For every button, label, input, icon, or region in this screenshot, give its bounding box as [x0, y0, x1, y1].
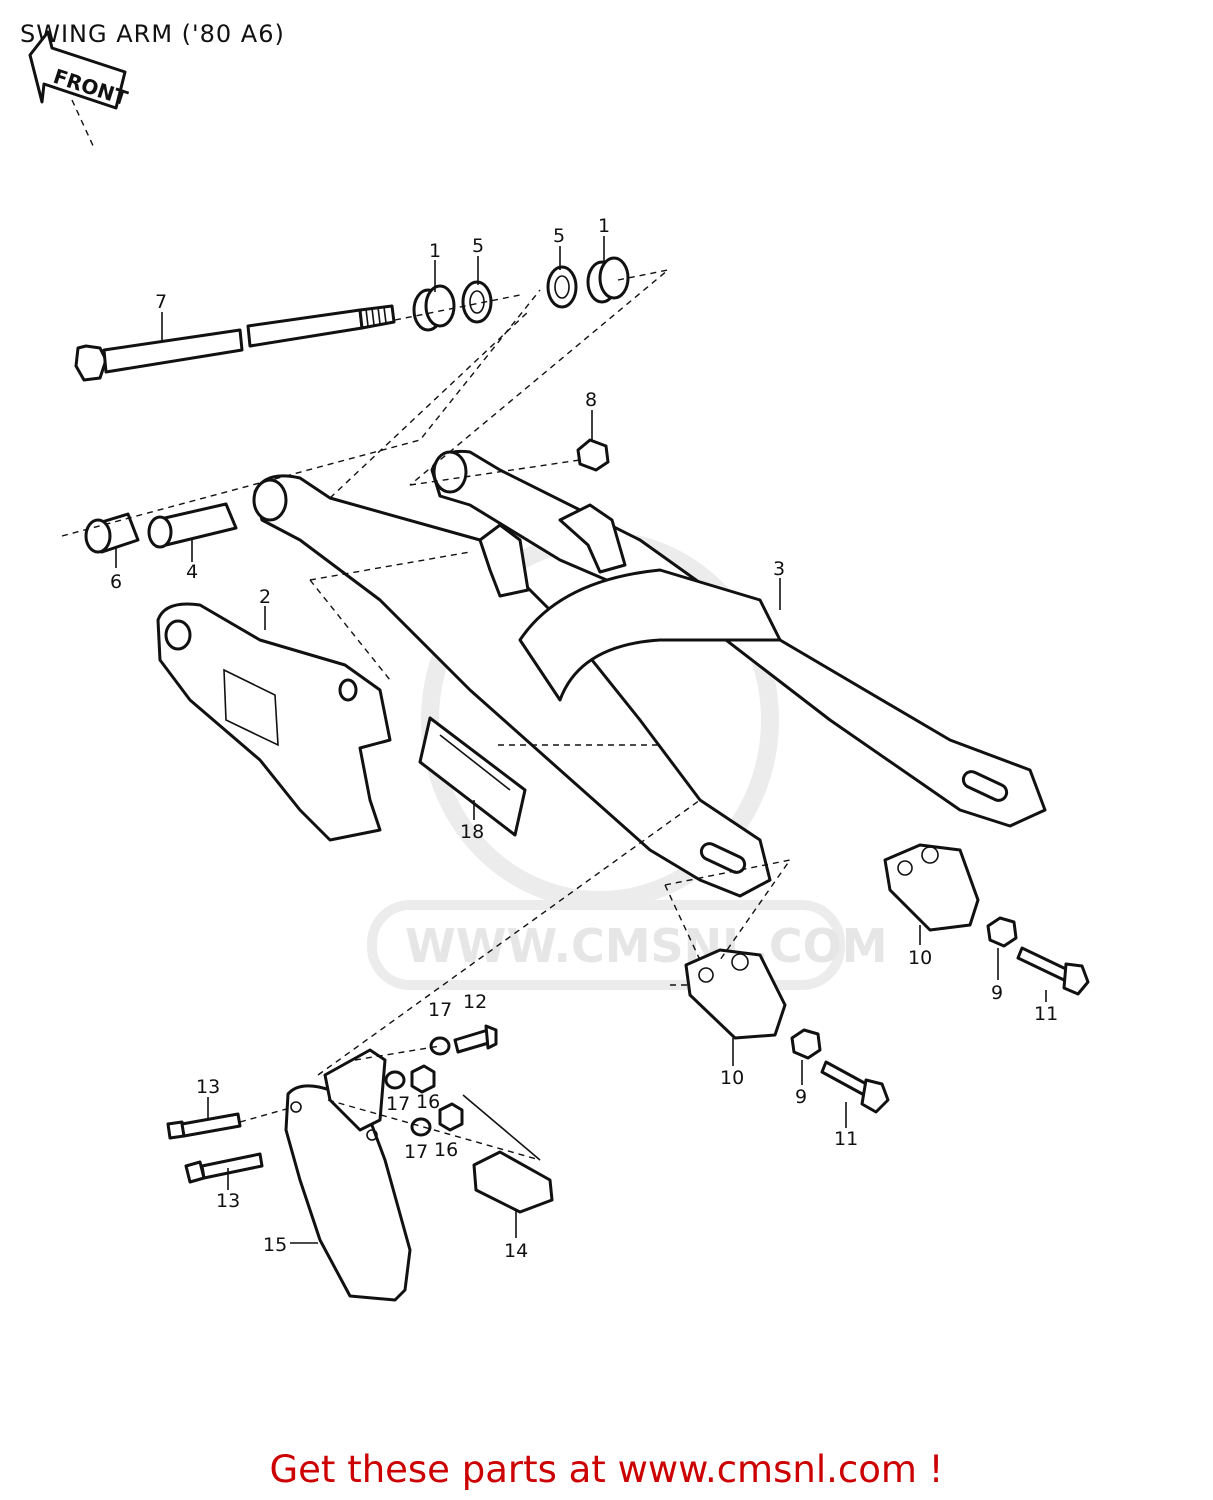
callout-16: 16 [416, 1091, 440, 1113]
callout-1: 1 [429, 240, 441, 262]
seal-5-right [546, 265, 578, 309]
callout-17: 17 [404, 1141, 428, 1163]
page-title: SWING ARM ('80 A6) [20, 20, 285, 48]
callout-4: 4 [186, 561, 198, 583]
cap-1-left [412, 284, 456, 332]
callout-11: 11 [1034, 1003, 1058, 1025]
chain-adjuster-left [684, 948, 787, 1040]
callout-15: 15 [263, 1234, 287, 1256]
callout-6: 6 [110, 571, 122, 593]
nut-9-left [790, 1028, 822, 1060]
callout-11: 11 [834, 1128, 858, 1150]
callout-18: 18 [460, 821, 484, 843]
swing-arm [252, 449, 1047, 898]
callout-7: 7 [155, 291, 167, 313]
callout-5: 5 [472, 235, 484, 257]
callout-2: 2 [259, 586, 271, 608]
callout-9: 9 [795, 1086, 807, 1108]
callout-13: 13 [196, 1076, 220, 1098]
callout-10: 10 [720, 1067, 744, 1089]
decal [418, 716, 527, 837]
callout-13: 13 [216, 1190, 240, 1212]
callout-9: 9 [991, 982, 1003, 1004]
footer-link[interactable]: Get these parts at www.cmsnl.com ! [269, 1448, 944, 1491]
pivot-bolt [74, 304, 396, 382]
bolt-11-left [820, 1060, 890, 1114]
front-arrow-icon: FRONT [28, 30, 131, 151]
sleeve [84, 512, 140, 554]
callout-1: 1 [598, 215, 610, 237]
watermark-text: WWW.CMSNL.COM [405, 919, 888, 973]
spacer-block [472, 1150, 554, 1214]
nut-16 [410, 1064, 464, 1132]
explode-lines [61, 269, 792, 1161]
chain-guide [156, 602, 392, 842]
washer-17 [384, 1036, 451, 1137]
callout-3: 3 [773, 558, 785, 580]
cap-1-right [586, 256, 630, 304]
bushing [147, 502, 238, 549]
nut-8 [576, 438, 610, 472]
callout-labels: 7 1 5 5 1 8 6 4 2 3 18 10 9 11 10 9 11 1… [110, 215, 1058, 1262]
bolt-12 [453, 1024, 498, 1054]
callout-5: 5 [553, 225, 565, 247]
leader-lines [115, 236, 1047, 1244]
callout-12: 12 [463, 991, 487, 1013]
callout-10: 10 [908, 947, 932, 969]
bolt-11-right [1016, 946, 1090, 996]
callout-17: 17 [386, 1093, 410, 1115]
bolt-13-lower [184, 1152, 264, 1184]
callout-8: 8 [585, 389, 597, 411]
chain-adjuster-right [883, 843, 980, 932]
callout-17: 17 [428, 999, 452, 1021]
nut-9-right [986, 916, 1018, 948]
callout-16: 16 [434, 1139, 458, 1161]
chain-guide-plate [284, 1048, 412, 1302]
bolt-13-upper [166, 1112, 242, 1140]
callout-14: 14 [504, 1240, 528, 1262]
